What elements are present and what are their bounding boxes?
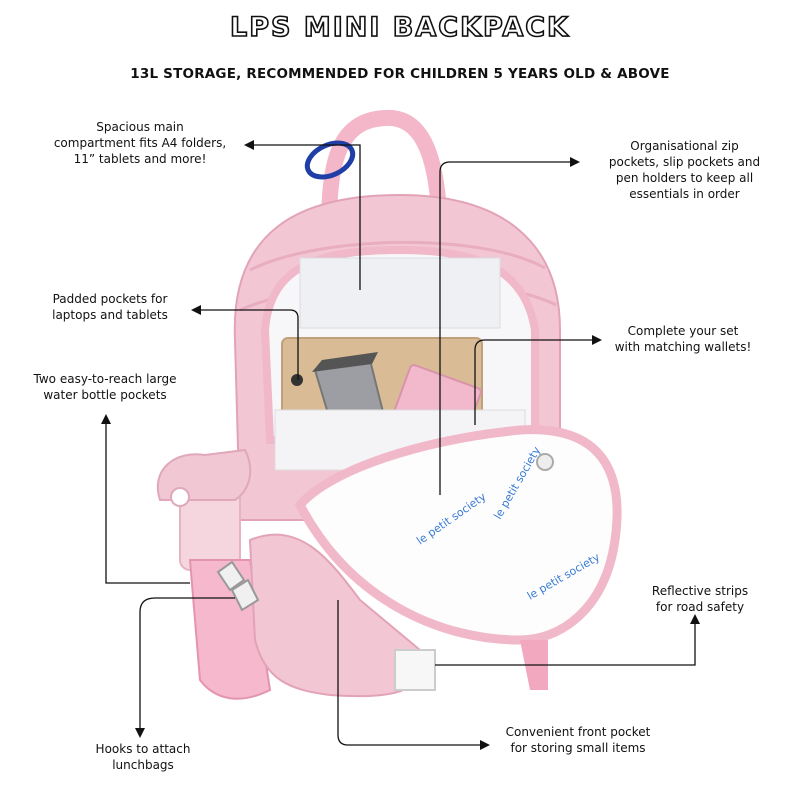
front-flap [294,425,622,645]
page-subtitle: 13L STORAGE, RECOMMENDED FOR CHILDREN 5 … [130,66,670,82]
page-title: LPS MINI BACKPACK [229,11,570,44]
hook-icon [216,560,246,592]
callout-zip-pockets: Organisational zip pockets, slip pockets… [608,139,761,201]
carabiner-icon [304,140,356,180]
hook-icon [230,578,260,612]
reflective-strip [394,649,436,691]
callout-reflective: Reflective strips for road safety [651,584,749,614]
callout-bottle-pockets: Two easy-to-reach large water bottle poc… [33,372,177,402]
callout-padded-pockets: Padded pockets for laptops and tablets [52,292,168,322]
callout-wallets: Complete your set with matching wallets! [614,324,752,354]
callout-main-compartment: Spacious main compartment fits A4 folder… [53,120,227,166]
callout-hooks: Hooks to attach lunchbags [95,742,191,772]
callout-front-pocket: Convenient front pocket for storing smal… [505,725,651,755]
a4-folder [299,257,501,329]
